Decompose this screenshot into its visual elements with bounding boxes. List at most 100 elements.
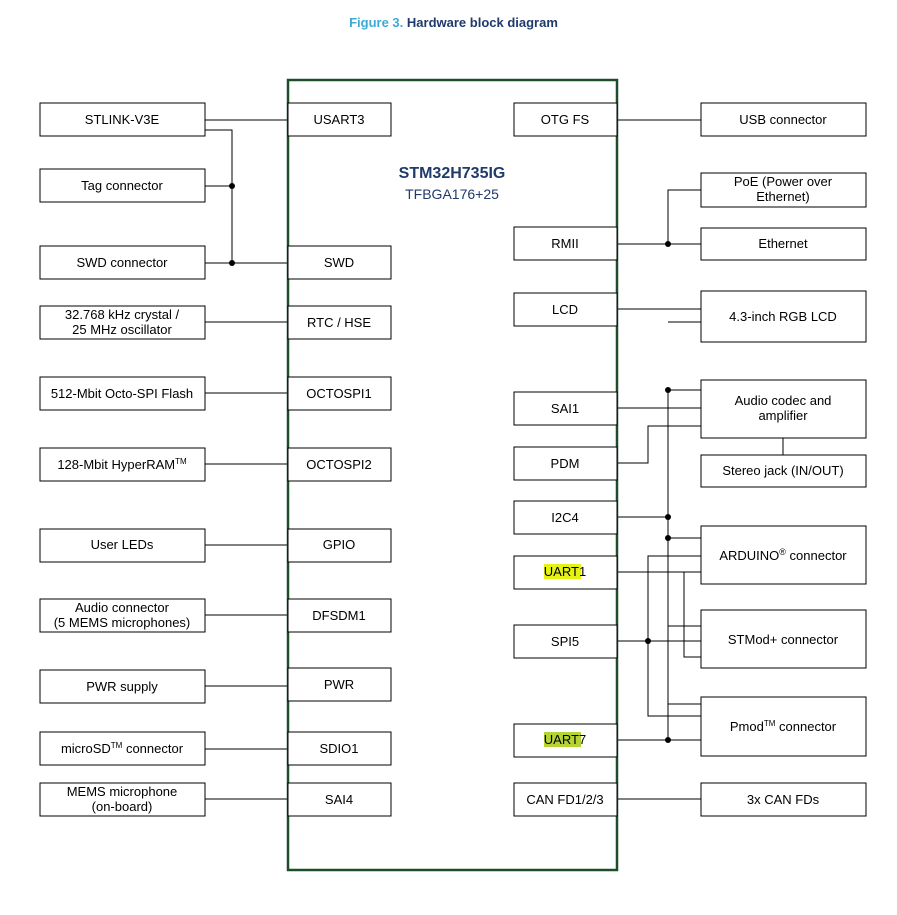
box-audio-codec xyxy=(700,379,867,439)
label-can-fd: CAN FD1/2/3 xyxy=(526,792,603,807)
box-hyperram xyxy=(39,447,206,482)
figure-number: Figure 3. xyxy=(349,15,404,30)
port-sdio1 xyxy=(287,731,392,766)
box-mems-microphone xyxy=(39,782,206,817)
port-sai4 xyxy=(287,782,392,817)
box-poe xyxy=(700,172,867,208)
label-pwr: PWR xyxy=(324,677,354,692)
box-audio-connector xyxy=(39,598,206,633)
label-user-leds: User LEDs xyxy=(91,537,154,552)
port-rmii xyxy=(513,226,618,261)
label-sai4: SAI4 xyxy=(325,792,353,807)
box-arduino xyxy=(700,525,867,585)
label-audio-codec-line2: amplifier xyxy=(758,408,808,423)
port-lcd xyxy=(513,292,618,327)
label-usart3: USART3 xyxy=(313,112,364,127)
label-can-fds: 3x CAN FDs xyxy=(747,792,820,807)
label-octospi1: OCTOSPI1 xyxy=(306,386,372,401)
label-audio-connector-line1: Audio connector xyxy=(75,600,170,615)
box-tag-connector xyxy=(39,168,206,203)
chip-package: TFBGA176+25 xyxy=(405,186,499,202)
label-swd-connector: SWD connector xyxy=(76,255,168,270)
box-can-fds xyxy=(700,782,867,817)
label-octospi2: OCTOSPI2 xyxy=(306,457,372,472)
figure-caption: Figure 3. Hardware block diagram xyxy=(0,15,897,30)
label-otg-fs: OTG FS xyxy=(541,112,590,127)
label-uart7: UART7 xyxy=(544,732,586,747)
label-poe-line2: Ethernet) xyxy=(756,189,809,204)
label-arduino: ARDUINO® connector xyxy=(719,547,847,563)
box-rgb-lcd xyxy=(700,290,867,343)
label-mems-line1: MEMS microphone xyxy=(67,784,178,799)
label-pwr-supply: PWR supply xyxy=(86,679,158,694)
wire-pdm-codec xyxy=(617,425,701,464)
junction-dot xyxy=(665,737,671,743)
box-stmod xyxy=(700,609,867,669)
box-swd-connector xyxy=(39,245,206,280)
port-swd xyxy=(287,245,392,280)
port-gpio xyxy=(287,528,392,563)
label-stereo-jack: Stereo jack (IN/OUT) xyxy=(722,463,843,478)
box-pmod xyxy=(700,696,867,757)
box-usb-connector xyxy=(700,102,867,137)
box-octospi-flash xyxy=(39,376,206,411)
label-i2c4: I2C4 xyxy=(551,510,578,525)
junction-dot xyxy=(665,514,671,520)
label-crystal-line1: 32.768 kHz crystal / xyxy=(65,307,180,322)
box-stereo-jack xyxy=(700,454,867,488)
label-swd: SWD xyxy=(324,255,354,270)
box-crystal xyxy=(39,305,206,340)
label-dfsdm1: DFSDM1 xyxy=(312,608,365,623)
box-ethernet xyxy=(700,227,867,261)
wire-spi5 xyxy=(617,555,701,717)
label-microsd: microSDTM connector xyxy=(61,741,184,756)
box-pwr-supply xyxy=(39,669,206,704)
wire-tag-bus xyxy=(205,129,233,263)
port-pdm xyxy=(513,446,618,481)
label-gpio: GPIO xyxy=(323,537,356,552)
label-crystal-line2: 25 MHz oscillator xyxy=(72,322,172,337)
junction-dot xyxy=(665,241,671,247)
label-stmod: STMod+ connector xyxy=(728,632,839,647)
port-sai1 xyxy=(513,391,618,426)
figure-title: Hardware block diagram xyxy=(406,15,558,30)
highlight-uart1 xyxy=(544,564,581,579)
junction-dot xyxy=(665,387,671,393)
chip-name: STM32H735IG xyxy=(399,165,506,182)
port-spi5 xyxy=(513,624,618,659)
label-mems-line2: (on-board) xyxy=(92,799,153,814)
label-tag-connector: Tag connector xyxy=(81,178,163,193)
label-pdm: PDM xyxy=(551,456,580,471)
port-i2c4 xyxy=(513,500,618,535)
port-otg-fs xyxy=(513,102,618,137)
label-poe-line1: PoE (Power over xyxy=(734,174,833,189)
junction-dot xyxy=(229,260,235,266)
label-uart1: UART1 xyxy=(544,564,586,579)
box-stlink xyxy=(39,102,206,137)
junction-dot xyxy=(229,183,235,189)
junction-dot xyxy=(665,535,671,541)
port-can-fd xyxy=(513,782,618,817)
box-user-leds xyxy=(39,528,206,563)
label-audio-codec-line1: Audio codec and xyxy=(735,393,832,408)
label-ethernet: Ethernet xyxy=(758,236,808,251)
label-sai1: SAI1 xyxy=(551,401,579,416)
wire-uart1 xyxy=(617,571,701,658)
wire-rmii-ethernet xyxy=(617,189,701,245)
port-rtc-hse xyxy=(287,305,392,340)
label-audio-connector-line2: (5 MEMS microphones) xyxy=(54,615,191,630)
label-usb-connector: USB connector xyxy=(739,112,827,127)
label-lcd: LCD xyxy=(552,302,578,317)
port-octospi2 xyxy=(287,447,392,482)
label-hyperram: 128-Mbit HyperRAMTM xyxy=(57,457,187,472)
label-rtc-hse: RTC / HSE xyxy=(307,315,371,330)
label-sdio1: SDIO1 xyxy=(319,741,358,756)
label-pmod: PmodTM connector xyxy=(730,719,837,734)
label-stlink: STLINK-V3E xyxy=(85,112,160,127)
highlight-uart7 xyxy=(544,732,581,747)
port-usart3 xyxy=(287,102,392,137)
box-microsd xyxy=(39,731,206,766)
port-octospi1 xyxy=(287,376,392,411)
wire-i2c4-bus xyxy=(617,321,701,740)
